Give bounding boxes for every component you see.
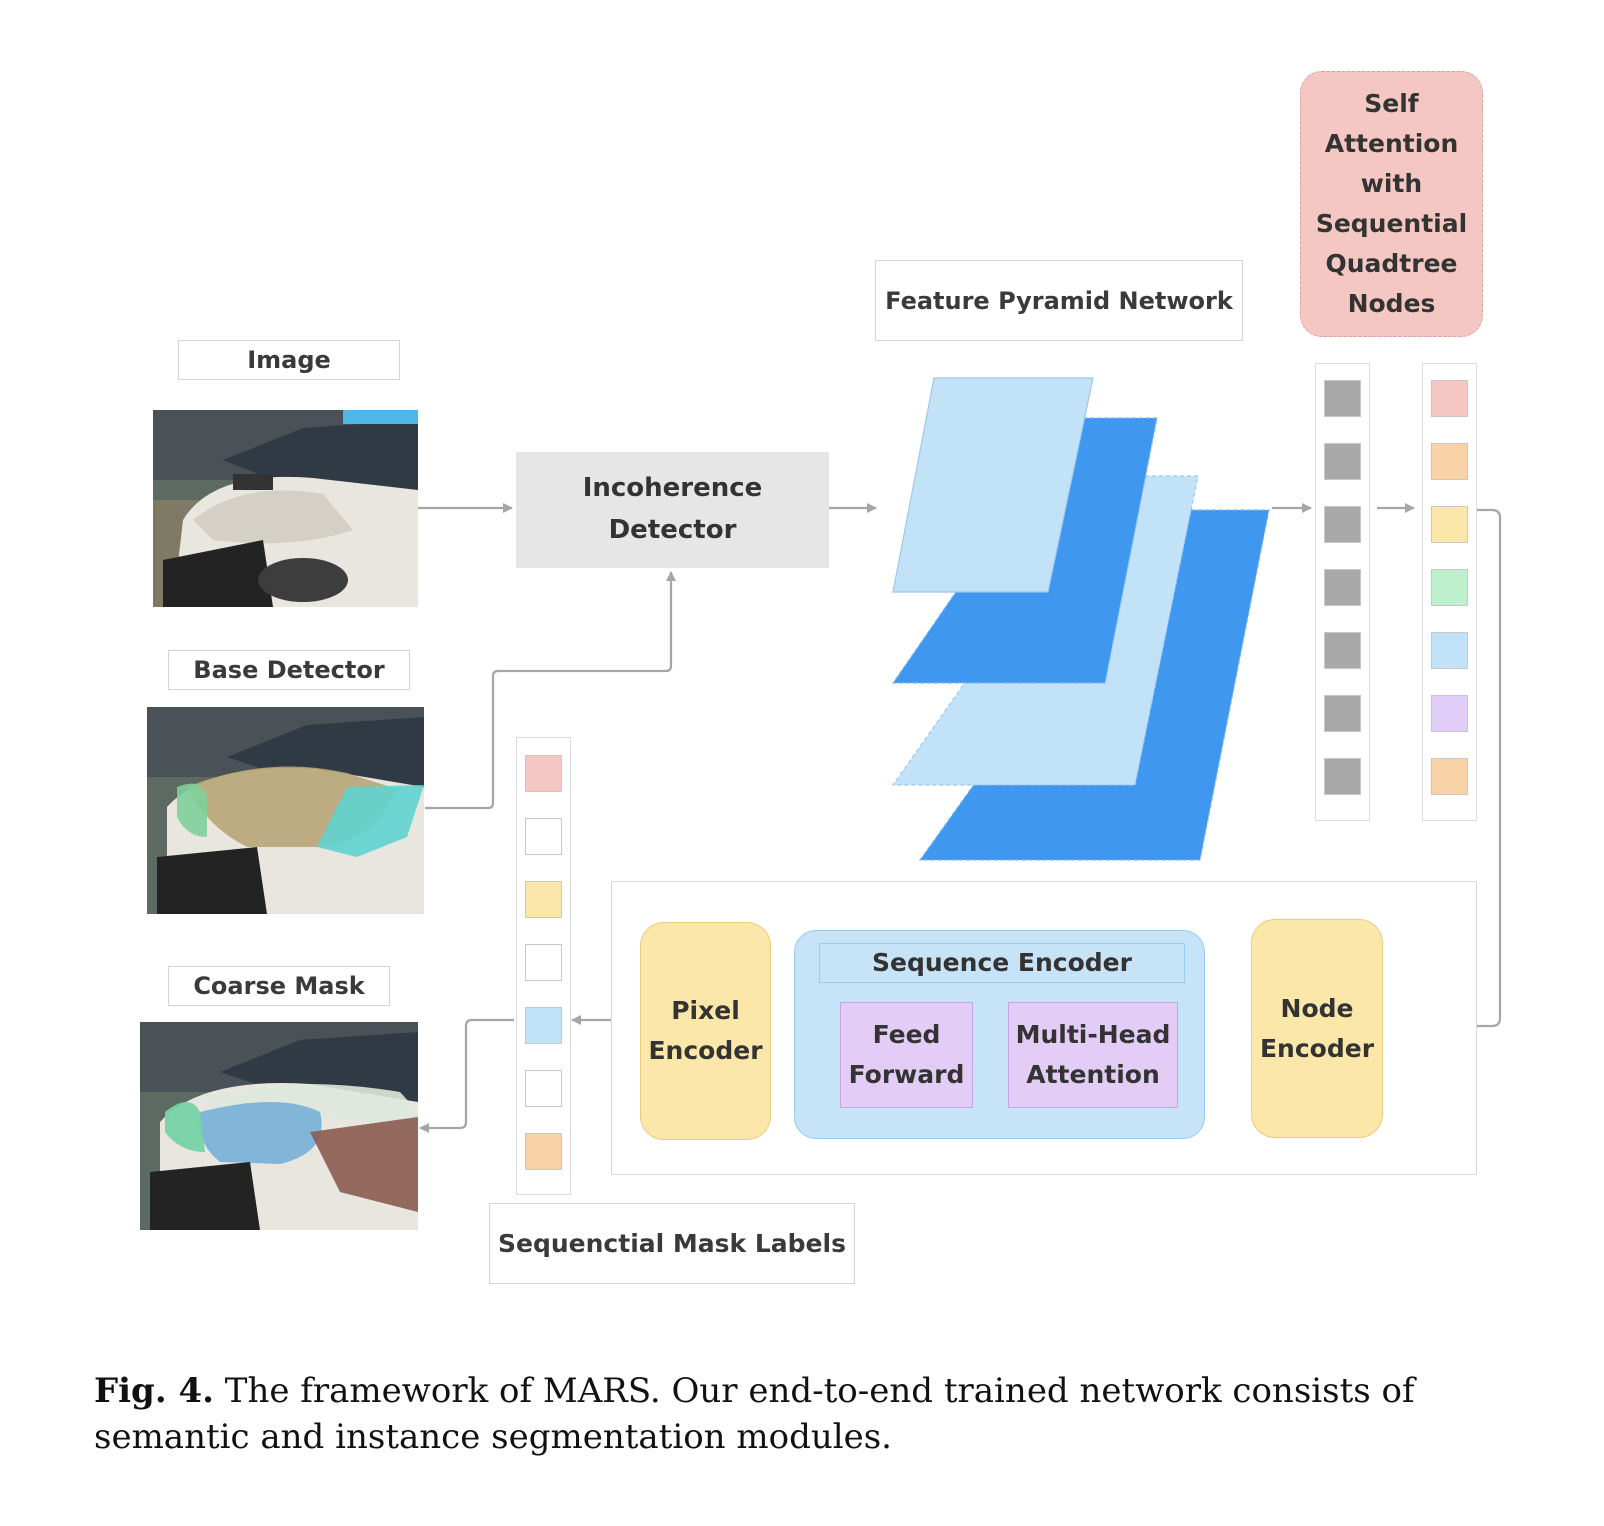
quadtree-node-grey-6 [1324, 695, 1361, 732]
pixel-encoder-box: Pixel Encoder [640, 922, 771, 1140]
quadtree-node-colored-2 [1431, 443, 1468, 480]
quadtree-node-colored-3 [1431, 506, 1468, 543]
quadtree-node-grey-7 [1324, 758, 1361, 795]
quadtree-node-grey-2 [1324, 443, 1361, 480]
sequence-encoder-text: Sequence Encoder [872, 948, 1132, 977]
figure-caption-prefix: Fig. 4. [94, 1371, 214, 1411]
mask-label-token-2 [525, 818, 562, 855]
quadtree-node-grey-3 [1324, 506, 1361, 543]
node-encoder-box: Node Encoder [1251, 919, 1383, 1138]
coarse-mask-photo [140, 1022, 418, 1230]
incoherence-detector-box: Incoherence Detector [516, 452, 829, 568]
quadtree-node-grey-5 [1324, 632, 1361, 669]
sequential-mask-labels-label: Sequenctial Mask Labels [489, 1203, 855, 1284]
feed-forward-text: Feed Forward [848, 1020, 965, 1089]
mask-label-token-4 [525, 944, 562, 981]
self-attention-box: Self Attention with Sequential Quadtree … [1300, 71, 1483, 337]
quadtree-node-grey-1 [1324, 380, 1361, 417]
arrow-labels-to-coarse-mask [419, 1018, 514, 1133]
figure-caption-text: The framework of MARS. Our end-to-end tr… [94, 1371, 1415, 1457]
coarse-mask-label: Coarse Mask [168, 966, 390, 1006]
quadtree-node-colored-1 [1431, 380, 1468, 417]
mask-label-token-3 [525, 881, 562, 918]
quadtree-node-colored-6 [1431, 695, 1468, 732]
multi-head-attention-text: Multi-Head Attention [1015, 1020, 1171, 1089]
sequence-encoder-title: Sequence Encoder [819, 943, 1185, 983]
arrow-base-to-detector [425, 571, 676, 810]
mask-label-token-7 [525, 1133, 562, 1170]
base-detector-label-text: Base Detector [193, 656, 385, 684]
node-encoder-text: Node Encoder [1259, 993, 1375, 1063]
incoherence-detector-text: Incoherence Detector [582, 473, 763, 545]
feed-forward-box: Feed Forward [840, 1002, 973, 1108]
base-detector-photo [147, 707, 424, 914]
mask-label-token-1 [525, 755, 562, 792]
feature-pyramid-network-label: Feature Pyramid Network [875, 260, 1243, 341]
input-car-photo [153, 410, 418, 607]
quadtree-node-grey-4 [1324, 569, 1361, 606]
coarse-mask-label-text: Coarse Mask [193, 972, 365, 1000]
image-label: Image [178, 340, 400, 380]
quadtree-node-colored-5 [1431, 632, 1468, 669]
multi-head-attention-box: Multi-Head Attention [1008, 1002, 1178, 1108]
fpn-layer-light-front [892, 377, 1094, 593]
sequential-mask-labels-text: Sequenctial Mask Labels [498, 1229, 846, 1258]
image-label-text: Image [247, 346, 331, 374]
pixel-encoder-text: Pixel Encoder [648, 996, 763, 1065]
quadtree-node-colored-7 [1431, 758, 1468, 795]
base-detector-label: Base Detector [168, 650, 410, 690]
mask-label-token-5 [525, 1007, 562, 1044]
feature-pyramid-network-text: Feature Pyramid Network [885, 286, 1233, 315]
mask-label-token-6 [525, 1070, 562, 1107]
feature-pyramid-layers [891, 377, 1270, 861]
self-attention-text: Self Attention with Sequential Quadtree … [1315, 89, 1468, 318]
quadtree-node-colored-4 [1431, 569, 1468, 606]
figure-caption: Fig. 4. The framework of MARS. Our end-t… [94, 1368, 1554, 1460]
arrow-attention-to-node-encoder [1383, 508, 1502, 1031]
